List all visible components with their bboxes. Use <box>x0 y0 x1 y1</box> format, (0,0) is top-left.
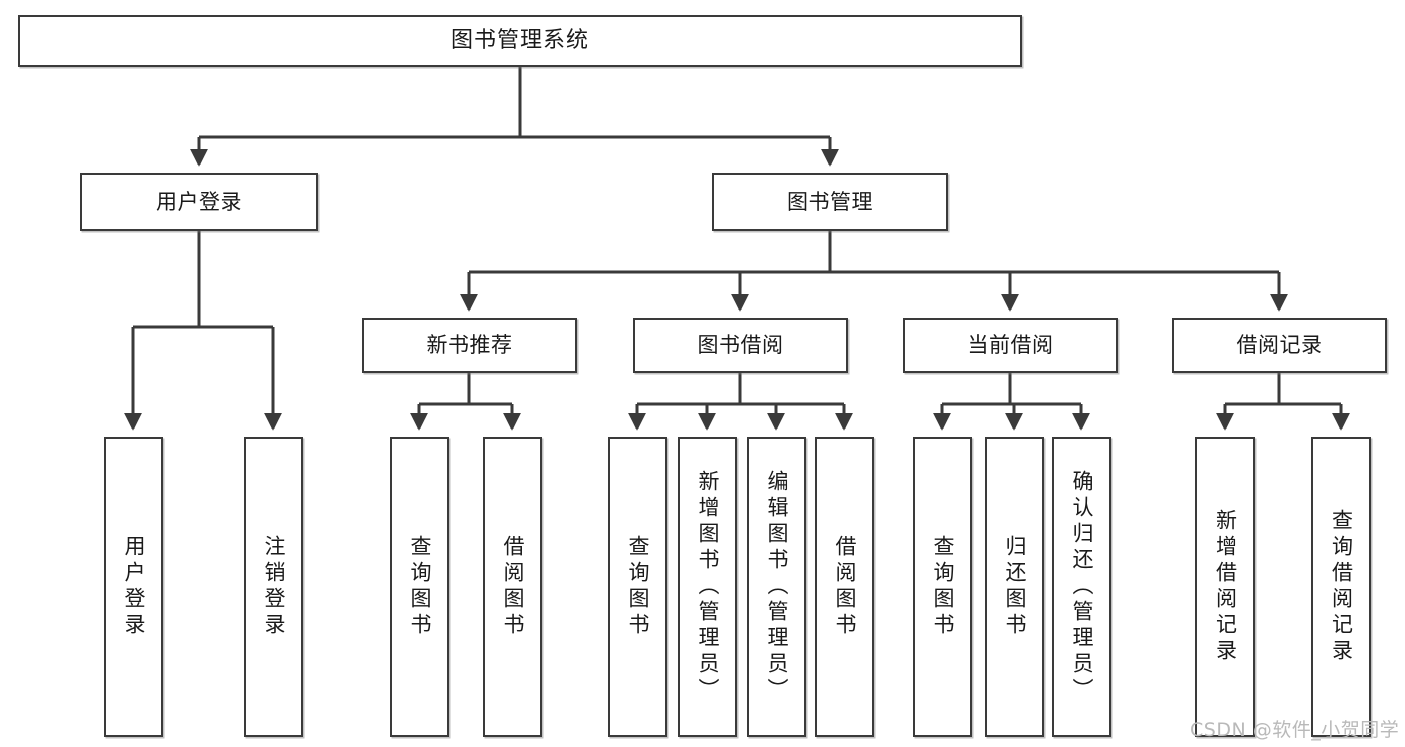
node-root-label: 图书管理系统 <box>450 28 589 54</box>
leaf-logout[interactable]: 注销登录 <box>244 437 303 737</box>
leaf-query-book-current[interactable]: 查询图书 <box>913 437 972 737</box>
node-book-borrow[interactable]: 图书借阅 <box>633 318 848 373</box>
node-book-borrow-label: 图书借阅 <box>697 333 784 358</box>
leaf-add-book-admin-label: 新增图书（管理员） <box>696 470 720 704</box>
node-user-login[interactable]: 用户登录 <box>80 173 318 231</box>
leaf-query-borrow-record-label: 查询借阅记录 <box>1329 509 1354 665</box>
leaf-edit-book-admin[interactable]: 编辑图书（管理员） <box>747 437 806 737</box>
leaf-query-book-recommend-label: 查询图书 <box>408 535 432 639</box>
leaf-borrow-book-recommend-label: 借阅图书 <box>501 535 525 639</box>
leaf-query-book-current-label: 查询图书 <box>931 535 955 639</box>
node-new-book-recommend[interactable]: 新书推荐 <box>362 318 577 373</box>
leaf-borrow-book-recommend[interactable]: 借阅图书 <box>483 437 542 737</box>
node-book-management[interactable]: 图书管理 <box>712 173 948 231</box>
leaf-query-book[interactable]: 查询图书 <box>608 437 667 737</box>
node-borrow-records-label: 借阅记录 <box>1236 333 1323 358</box>
leaf-query-book-recommend[interactable]: 查询图书 <box>390 437 449 737</box>
node-root[interactable]: 图书管理系统 <box>18 15 1022 67</box>
leaf-confirm-return-admin-label: 确认归还（管理员） <box>1070 470 1094 704</box>
leaf-query-borrow-record[interactable]: 查询借阅记录 <box>1311 437 1371 737</box>
leaf-return-book-label: 归还图书 <box>1003 535 1027 639</box>
leaf-user-login-label: 用户登录 <box>122 535 146 639</box>
leaf-return-book[interactable]: 归还图书 <box>985 437 1044 737</box>
leaf-logout-label: 注销登录 <box>262 535 286 639</box>
node-book-management-label: 图书管理 <box>787 189 873 214</box>
node-borrow-records[interactable]: 借阅记录 <box>1172 318 1387 373</box>
leaf-add-borrow-record[interactable]: 新增借阅记录 <box>1195 437 1255 737</box>
leaf-confirm-return-admin[interactable]: 确认归还（管理员） <box>1052 437 1111 737</box>
leaf-borrow-book[interactable]: 借阅图书 <box>815 437 874 737</box>
leaf-borrow-book-label: 借阅图书 <box>833 535 857 639</box>
leaf-query-book-label: 查询图书 <box>626 535 650 639</box>
leaf-edit-book-admin-label: 编辑图书（管理员） <box>765 470 789 704</box>
node-current-borrow[interactable]: 当前借阅 <box>903 318 1118 373</box>
leaf-add-book-admin[interactable]: 新增图书（管理员） <box>678 437 737 737</box>
node-new-book-recommend-label: 新书推荐 <box>426 333 513 358</box>
leaf-add-borrow-record-label: 新增借阅记录 <box>1213 509 1238 665</box>
node-user-login-label: 用户登录 <box>156 189 242 214</box>
node-current-borrow-label: 当前借阅 <box>967 333 1054 358</box>
leaf-user-login[interactable]: 用户登录 <box>104 437 163 737</box>
